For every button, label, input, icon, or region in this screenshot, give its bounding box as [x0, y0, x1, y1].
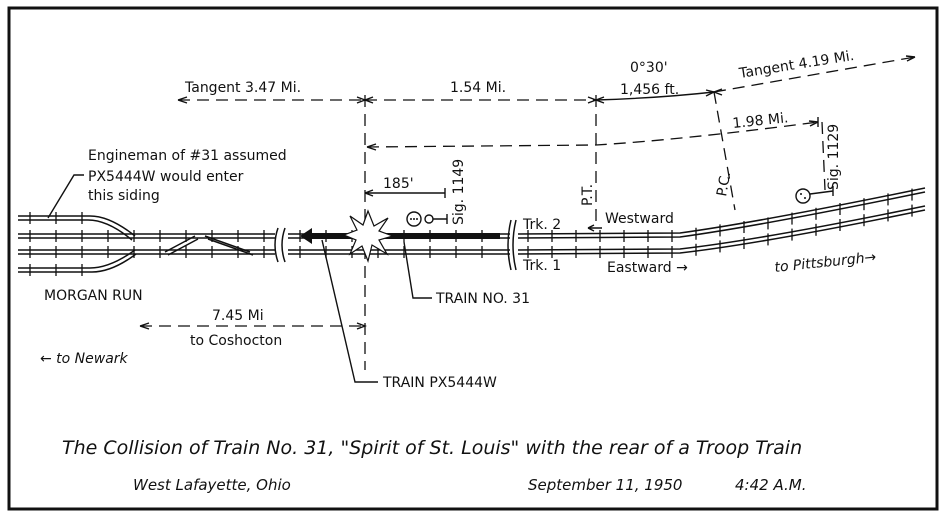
- note-line-3: this siding: [88, 188, 160, 204]
- coshocton-distance-label: 7.45 Mi: [212, 308, 264, 324]
- curve-length-label: 1,456 ft.: [620, 82, 679, 98]
- frame: [7, 6, 939, 511]
- note-leader: [47, 174, 84, 219]
- note-line-2: PX5444W would enter: [88, 169, 244, 185]
- distance-to-sig1129-label: 1.98 Mi.: [732, 110, 789, 132]
- train-31-leader: [403, 241, 432, 299]
- train-px5444w-leader: [321, 239, 378, 383]
- train-px5444w-and-train-31: [300, 228, 500, 244]
- pt-label: P.T.: [580, 184, 596, 206]
- morgan-run-label: MORGAN RUN: [44, 288, 143, 304]
- westward-arrow: [587, 224, 602, 232]
- track-1-label: Trk. 1: [522, 258, 561, 274]
- caption-location: West Lafayette, Ohio: [133, 476, 291, 494]
- track-2-label: Trk. 2: [522, 217, 561, 233]
- tangent-west-label: Tangent 3.47 Mi.: [184, 80, 301, 96]
- caption-title: The Collision of Train No. 31, "Spirit o…: [62, 437, 802, 459]
- signal-1149: [406, 211, 448, 227]
- note-line-1: Engineman of #31 assumed: [88, 148, 287, 164]
- collision-burst-icon: [342, 209, 395, 263]
- train-31-label: TRAIN NO. 31: [435, 291, 530, 307]
- to-coshocton-label: to Coshocton: [190, 333, 282, 349]
- signal-1129-label: Sig. 1129: [826, 124, 842, 190]
- distance-185-label: 185': [383, 176, 414, 192]
- dimension-lines: [177, 55, 916, 370]
- to-newark-label: ← to Newark: [40, 351, 129, 367]
- train-px5444w-label: TRAIN PX5444W: [382, 375, 497, 391]
- westward-label: Westward: [605, 211, 674, 227]
- caption-time: 4:42 A.M.: [735, 476, 806, 494]
- caption-date: September 11, 1950: [528, 476, 682, 494]
- pc-label: P.C.: [714, 170, 734, 197]
- coshocton-arrows: [139, 322, 367, 330]
- to-pittsburgh-label: to Pittsburgh→: [774, 249, 877, 276]
- tangent-east-label: Tangent 4.19 Mi.: [737, 48, 855, 82]
- eastward-label: Eastward →: [607, 260, 688, 276]
- signal-1149-label: Sig. 1149: [451, 159, 467, 225]
- distance-to-pt-label: 1.54 Mi.: [450, 80, 506, 96]
- curve-degree-label: 0°30': [630, 60, 668, 76]
- signal-1129: [795, 186, 834, 204]
